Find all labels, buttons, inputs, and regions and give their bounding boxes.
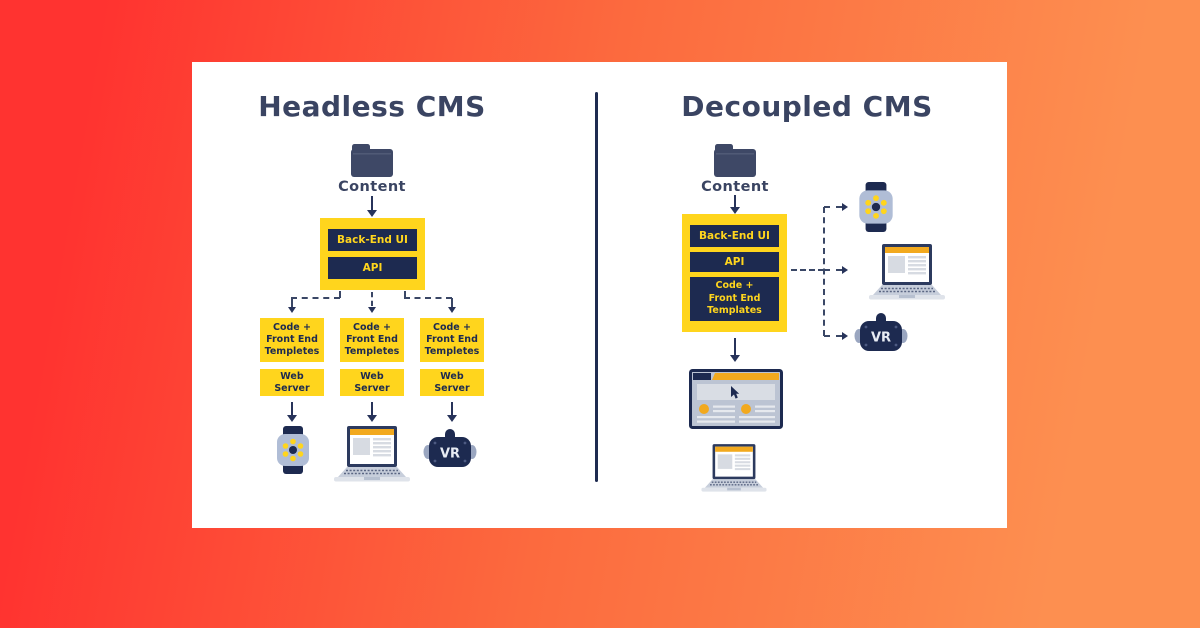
browser-window-icon xyxy=(689,369,783,429)
backend-ui-box: Back-End UI xyxy=(328,229,417,251)
laptop-icon xyxy=(701,444,767,492)
content-label: Content xyxy=(701,179,769,195)
headless-title: Headless CMS xyxy=(258,90,486,123)
api-box: API xyxy=(690,252,779,272)
web-server-box: Web Server xyxy=(340,369,404,396)
content-label: Content xyxy=(338,179,406,195)
template-box: Code + Front End Templetes xyxy=(260,318,324,362)
laptop-icon xyxy=(869,244,945,300)
api-box: API xyxy=(328,257,417,279)
panel-divider xyxy=(595,92,598,482)
web-server-box: Web Server xyxy=(420,369,484,396)
flow-arrow xyxy=(729,195,741,214)
template-box: Code + Front End Templetes xyxy=(340,318,404,362)
smartwatch-icon xyxy=(859,182,893,232)
flow-arrow xyxy=(286,402,298,422)
folder-icon xyxy=(714,144,756,177)
vr-label: VR xyxy=(440,447,460,462)
flow-arrow xyxy=(446,402,458,422)
backend-box: Back-End UI API Code + Front End Templat… xyxy=(682,214,787,332)
vr-headset-icon: VR xyxy=(423,429,477,467)
backend-box: Back-End UI API xyxy=(320,218,425,290)
backend-ui-box: Back-End UI xyxy=(690,225,779,247)
decoupled-title: Decoupled CMS xyxy=(681,90,933,123)
flow-arrow xyxy=(729,338,741,362)
laptop-icon xyxy=(334,426,410,482)
web-server-box: Web Server xyxy=(260,369,324,396)
template-box: Code + Front End Templates xyxy=(690,277,779,321)
vr-label: VR xyxy=(871,331,891,346)
template-box: Code + Front End Templetes xyxy=(420,318,484,362)
vr-headset-icon: VR xyxy=(854,313,908,351)
smartwatch-icon xyxy=(277,426,309,474)
flow-arrow xyxy=(366,402,378,422)
cursor-icon xyxy=(731,386,740,399)
flow-arrow xyxy=(366,196,378,217)
comparison-card: Headless CMS Content Back-End UI API xyxy=(192,62,1007,528)
folder-icon xyxy=(351,144,393,177)
